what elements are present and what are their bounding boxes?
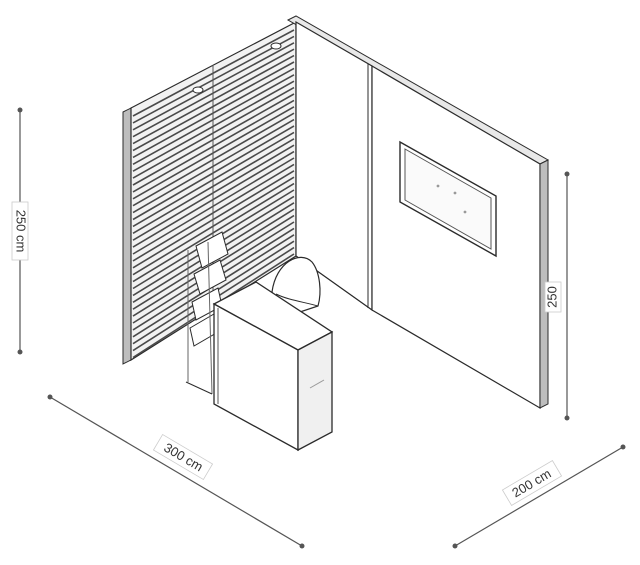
height-right-label: 250: [544, 286, 559, 308]
spotlight-icon: [192, 86, 204, 94]
chair: [271, 256, 321, 320]
dimension-height-left: 250 cm: [11, 107, 29, 355]
dimension-height-right: 250: [544, 171, 570, 421]
brochure-stand: [185, 231, 229, 395]
dimension-depth: 200 cm: [452, 444, 626, 549]
height-left-label: 250 cm: [14, 210, 29, 253]
spotlight-icon: [270, 42, 282, 50]
reception-counter: [212, 281, 334, 452]
wall-mounted-screen: [399, 140, 497, 258]
